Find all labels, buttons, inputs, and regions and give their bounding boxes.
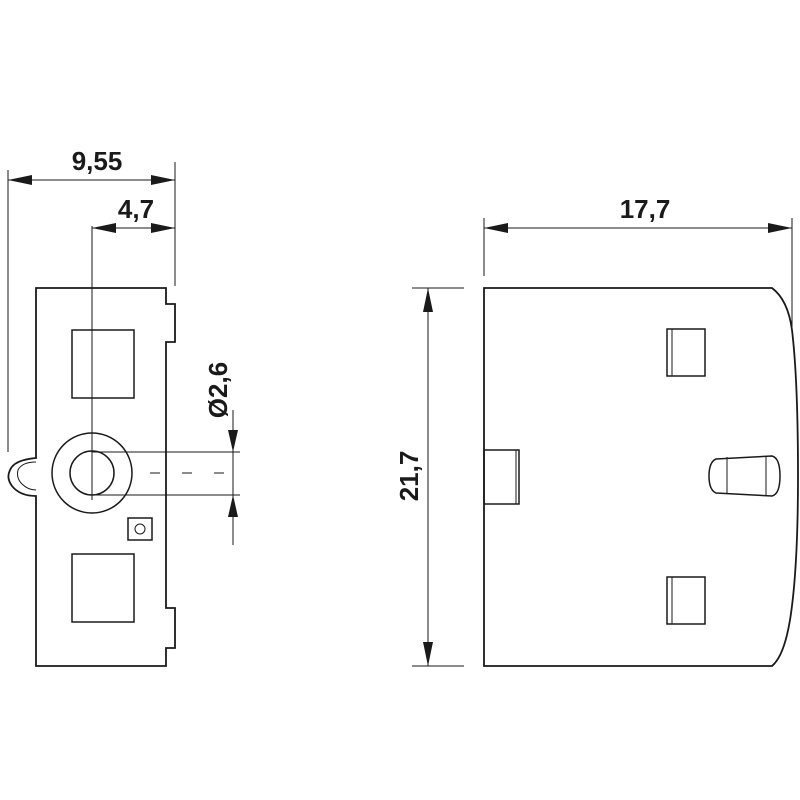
dim-hole-diameter: Ø2,6 — [203, 362, 238, 545]
dim-hole-diameter-label: Ø2,6 — [203, 362, 233, 418]
dim-side-length: 17,7 — [483, 194, 793, 332]
front-upper-window — [71, 329, 135, 399]
dim-hole-offset: 4,7 — [92, 194, 175, 233]
dim-side-length-label: 17,7 — [620, 194, 671, 224]
dim-height: 21,7 — [394, 287, 464, 667]
side-view — [483, 287, 799, 667]
front-view-latch — [17, 461, 37, 491]
side-right-pin — [708, 455, 781, 497]
dim-overall-width: 9,55 — [7, 146, 176, 452]
side-left-tab — [483, 449, 520, 505]
front-marking-symbol — [127, 517, 153, 541]
side-lower-slot — [666, 576, 706, 625]
side-view-body — [483, 287, 799, 667]
dim-hole-offset-label: 4,7 — [118, 194, 154, 224]
dim-overall-width-label: 9,55 — [72, 146, 123, 176]
dim-height-label: 21,7 — [394, 451, 424, 502]
front-view — [7, 226, 240, 667]
front-lower-window — [71, 553, 135, 623]
side-upper-slot — [666, 328, 706, 377]
